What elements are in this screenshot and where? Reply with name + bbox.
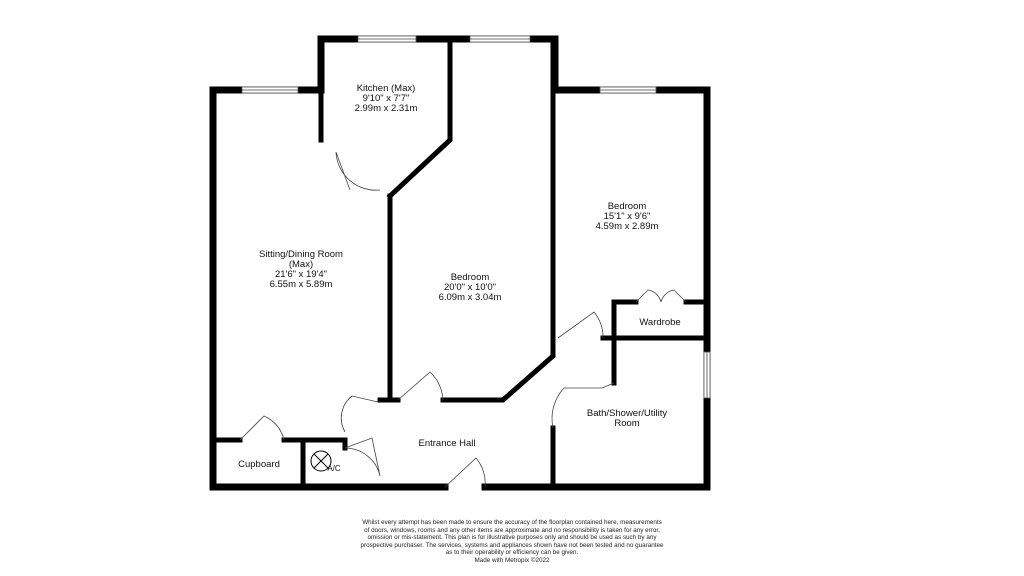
disclaimer: Whilst every attempt has been made to en… bbox=[262, 519, 762, 565]
kitchen-metric: 2.99m x 2.31m bbox=[355, 103, 418, 114]
disclaimer-line: prospective purchaser. The services, sys… bbox=[360, 541, 664, 549]
disclaimer-line: of doors, windows, rooms and any other i… bbox=[364, 526, 660, 534]
bedroom1-name: Bedroom bbox=[451, 272, 490, 283]
sitting-name-2: (Max) bbox=[289, 259, 313, 270]
hall-name: Entrance Hall bbox=[418, 438, 475, 449]
bedroom2-metric: 4.59m x 2.89m bbox=[596, 221, 659, 232]
credit-line: Made with Metropix ©2022 bbox=[474, 556, 550, 564]
sitting-imperial: 21'6" x 19'4" bbox=[275, 269, 327, 280]
kitchen-imperial: 9'10" x 7'7" bbox=[363, 93, 410, 104]
sitting-metric: 6.55m x 5.89m bbox=[270, 279, 333, 290]
bath-name-2: Room bbox=[614, 418, 639, 429]
bedroom1-metric: 6.09m x 3.04m bbox=[439, 292, 502, 303]
kitchen-name: Kitchen (Max) bbox=[357, 83, 416, 94]
disclaimer-line: as to their operability or efficiency ca… bbox=[445, 549, 579, 557]
ac-label: A/C bbox=[327, 464, 341, 473]
doors bbox=[239, 151, 687, 488]
interior-walls bbox=[210, 36, 710, 490]
disclaimer-line: Whilst every attempt has been made to en… bbox=[362, 519, 662, 526]
bath-name: Bath/Shower/Utility bbox=[587, 408, 668, 419]
bedroom2-name: Bedroom bbox=[608, 201, 647, 212]
sitting-name: Sitting/Dining Room bbox=[259, 249, 343, 260]
room-labels: Kitchen (Max) 9'10" x 7'7" 2.99m x 2.31m… bbox=[238, 83, 681, 473]
ac-unit-icon bbox=[310, 450, 332, 472]
wardrobe-name: Wardrobe bbox=[639, 317, 680, 328]
bedroom2-imperial: 15'1" x 9'6" bbox=[604, 211, 651, 222]
windows bbox=[241, 35, 711, 399]
cupboard-name: Cupboard bbox=[238, 459, 280, 470]
bedroom1-imperial: 20'0" x 10'0" bbox=[444, 282, 496, 293]
disclaimer-line: omission or mis-statement. This plan is … bbox=[367, 534, 657, 542]
